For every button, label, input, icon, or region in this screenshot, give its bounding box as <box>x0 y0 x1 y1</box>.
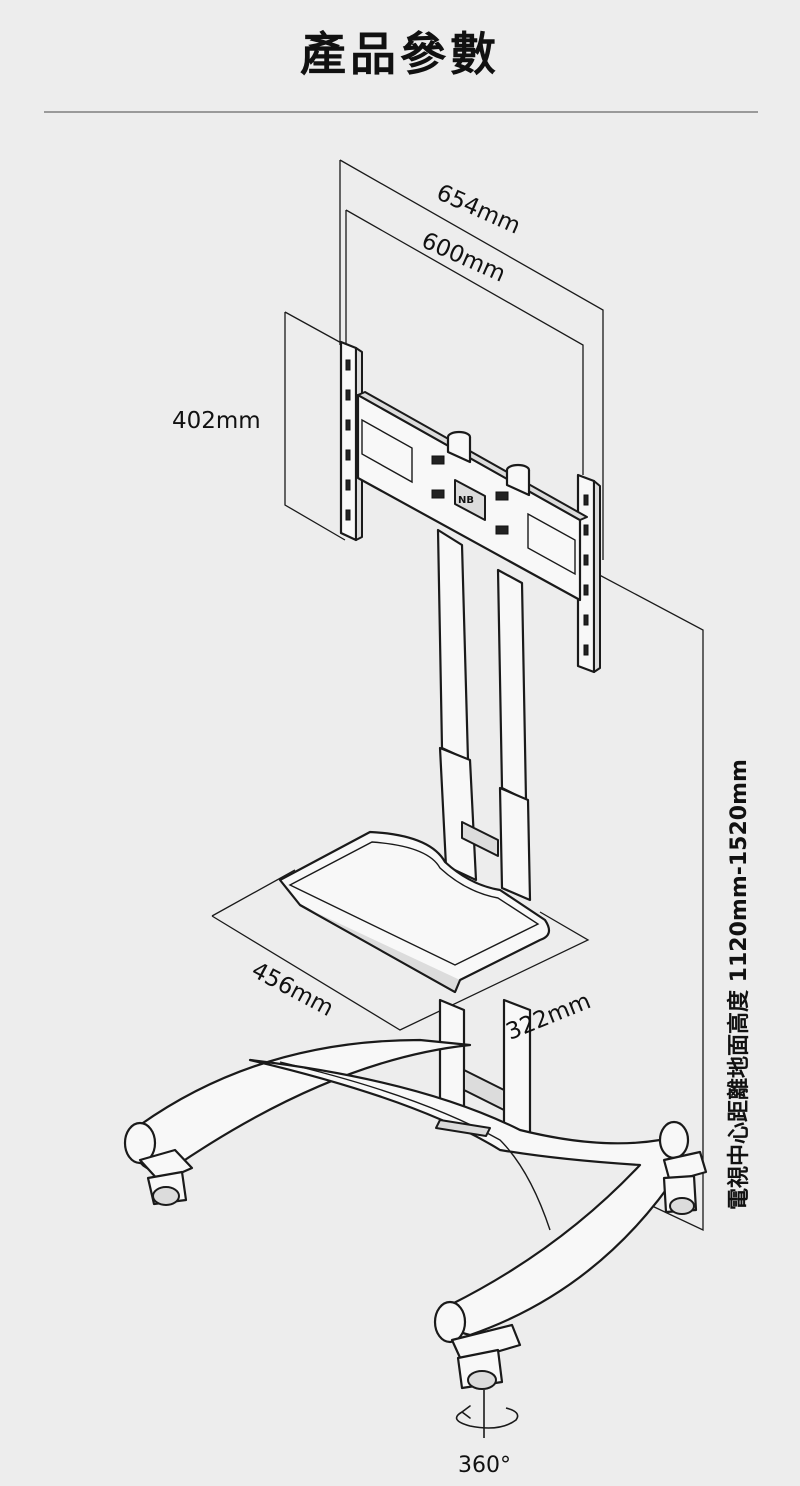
rotate-360-icon <box>455 1390 519 1438</box>
brand-logo-icon <box>454 479 486 521</box>
shelf-depth-label: 322mm <box>503 988 595 1045</box>
shelf-width-label: 456mm <box>247 957 338 1022</box>
caster-right <box>658 1120 708 1215</box>
bracket-height-label: 402mm <box>172 408 261 434</box>
inner-width-label: 600mm <box>418 228 510 288</box>
rotation-label: 360° <box>458 1453 511 1478</box>
wall-bracket: NB <box>339 340 601 674</box>
support-poles <box>436 528 532 1137</box>
base <box>133 1038 684 1337</box>
caster-left <box>123 1121 194 1206</box>
dimension-lines <box>211 159 704 1232</box>
brand-logo-icon <box>435 1119 491 1137</box>
svg-text:NB: NB <box>458 495 474 506</box>
caster-front <box>433 1300 522 1390</box>
page-title: 產品參數 <box>300 27 500 81</box>
outer-width-label: 654mm <box>433 180 525 240</box>
title-divider <box>44 111 758 113</box>
tv-height-label: 電視中心距離地面高度 1120mm-1520mm <box>726 759 752 1210</box>
shelf <box>278 830 551 994</box>
